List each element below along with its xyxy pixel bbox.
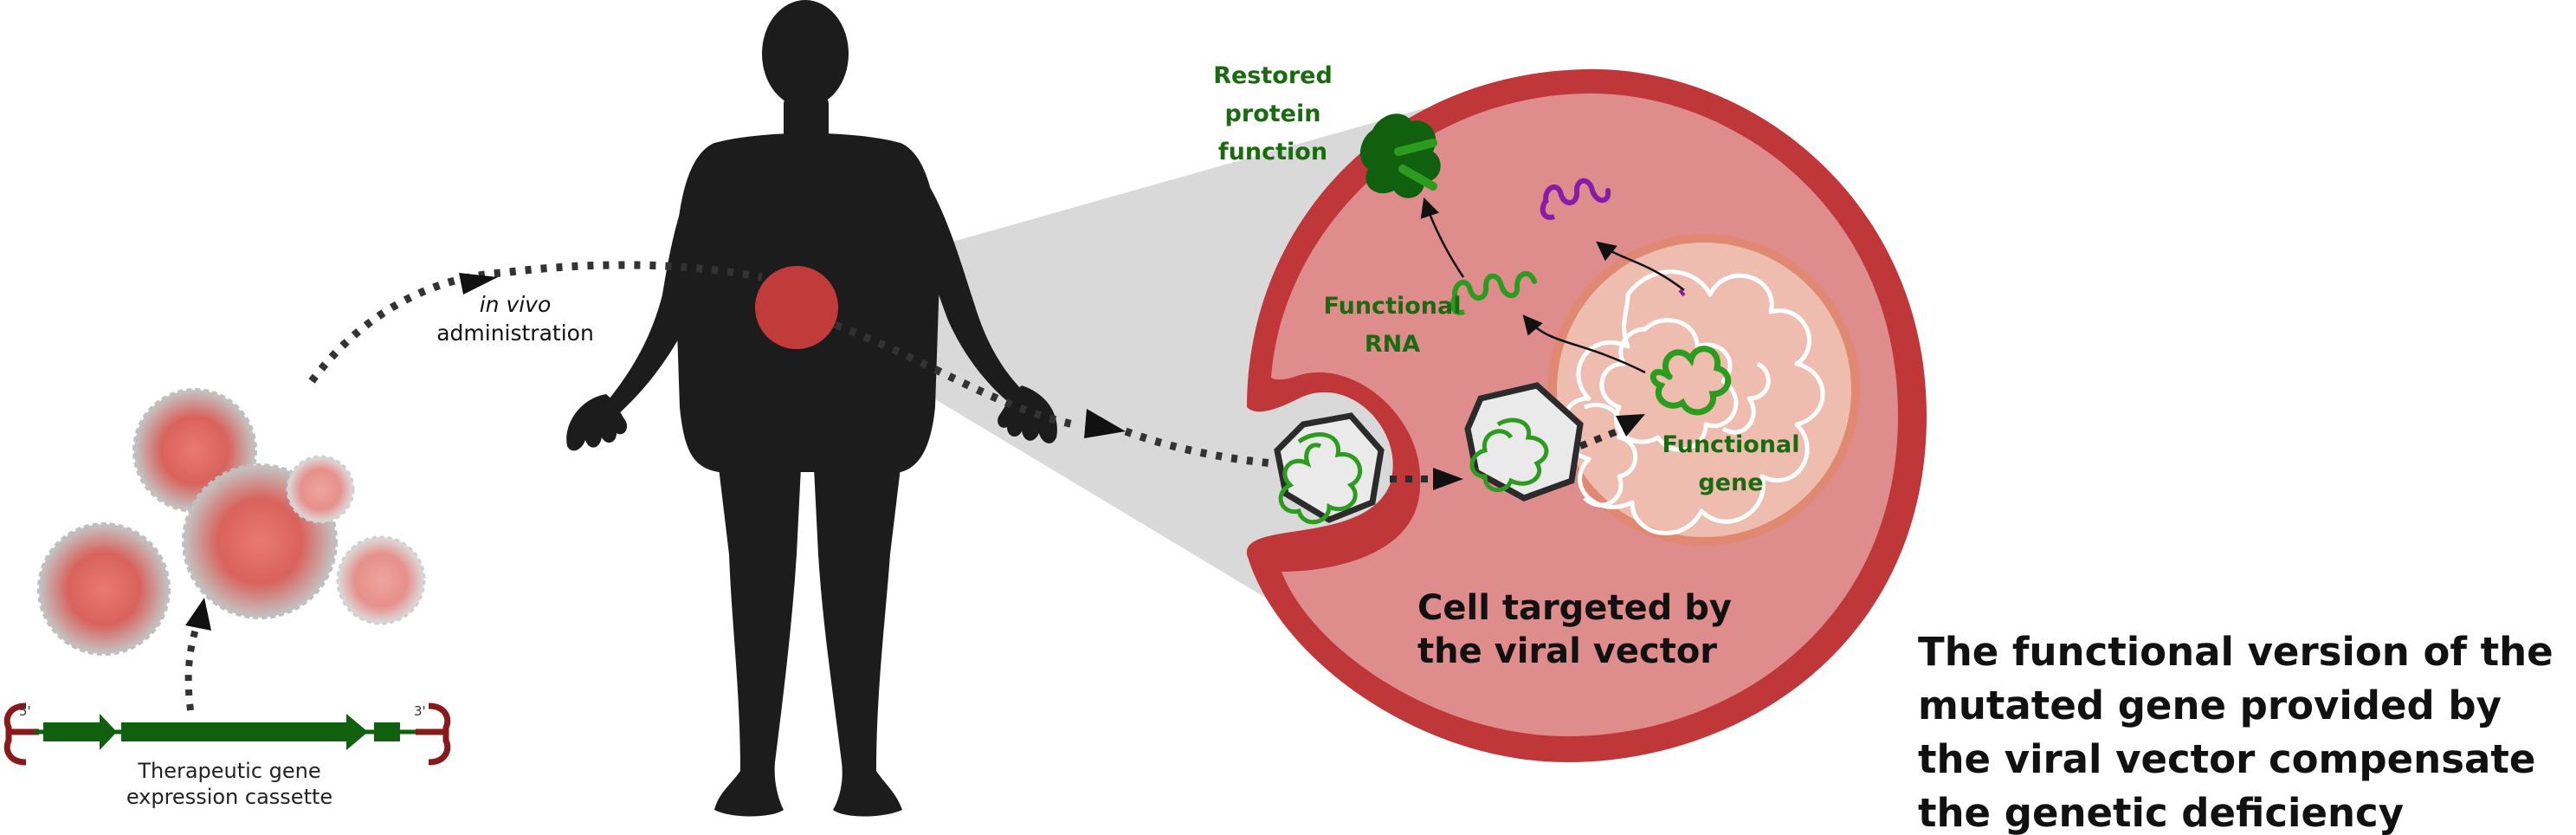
caption-line-3: the viral vector compensate	[1918, 736, 2535, 782]
functional-rna	[1452, 271, 1537, 301]
nucleus	[1548, 234, 1860, 546]
cassette-to-virus-path	[184, 622, 201, 711]
itr-right	[416, 702, 451, 766]
arrow-nucleus-to-purple	[1596, 241, 1685, 291]
chromatin	[1560, 269, 1825, 535]
polya-box	[374, 722, 400, 741]
promoter-arrow	[43, 714, 117, 750]
arrow-gene-to-rna	[1522, 314, 1646, 374]
caption-line-1: The functional version of the	[1918, 629, 2553, 675]
functional-gene-label-1: Functional	[1662, 431, 1800, 458]
cassette-label-line-2: expression cassette	[126, 785, 332, 809]
functional-gene-label-2: gene	[1698, 469, 1763, 496]
caption-line-4: the genetic deficiency	[1918, 790, 2404, 835]
arrow-rna-to-protein	[1420, 197, 1465, 278]
in-vivo-arc	[308, 261, 763, 384]
cell-targeted-label-2: the viral vector	[1417, 631, 1717, 671]
functional-rna-label-2: RNA	[1365, 331, 1420, 358]
purple-rna	[1543, 178, 1611, 205]
gene-arrow	[121, 714, 368, 750]
arrowhead-in-vivo	[459, 273, 498, 295]
purple-mark	[1678, 288, 1686, 297]
restored-protein-label-3: function	[1218, 139, 1327, 165]
restored-protein-label-1: Restored	[1213, 62, 1333, 89]
cell-targeted-label-1: Cell targeted by	[1417, 588, 1732, 628]
cassette-label-line-1: Therapeutic gene	[137, 759, 320, 783]
restored-protein-label-2: protein	[1225, 100, 1321, 127]
three-prime-label: 3'	[414, 703, 426, 719]
restored-protein-icon	[1359, 113, 1441, 198]
functional-gene-in-nucleus	[1650, 346, 1732, 416]
expression-cassette	[3, 702, 451, 766]
target-cell	[1246, 68, 1927, 762]
virus-particle	[336, 535, 426, 625]
arrowhead-body-cell	[1084, 409, 1126, 438]
arrowhead-capsid	[1433, 468, 1463, 490]
virus-particle	[37, 522, 171, 656]
viral-particles	[37, 388, 426, 656]
functional-rna-label-1: Functional	[1324, 293, 1462, 320]
administration-label: administration	[436, 320, 594, 346]
itr-left	[3, 702, 39, 766]
in-vivo-label: in vivo	[480, 292, 552, 317]
capsid-entering	[1274, 412, 1385, 525]
virus-particle	[286, 455, 355, 524]
target-organ-spot	[755, 266, 838, 349]
arrowhead-gene	[1616, 414, 1645, 437]
arrowhead-cassette	[185, 598, 211, 631]
five-prime-label: 5'	[19, 703, 31, 719]
caption-line-2: mutated gene provided by	[1918, 683, 2502, 728]
capsid-cytoplasm	[1464, 382, 1584, 502]
